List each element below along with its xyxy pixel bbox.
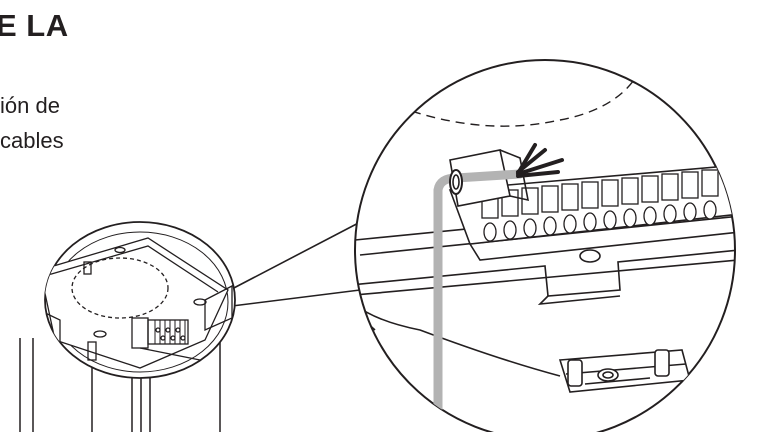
- ceiling-base: [19, 221, 236, 432]
- terminal-block: [448, 149, 735, 261]
- magnifier-callout: [354, 59, 736, 432]
- wire-strands: [516, 143, 564, 178]
- instruction-line-1: ión de: [0, 93, 60, 118]
- callout-connector: [229, 217, 377, 307]
- section-title: E LA: [0, 8, 69, 43]
- instruction-text: ión de cables: [0, 88, 64, 158]
- instruction-line-2: cables: [0, 128, 64, 153]
